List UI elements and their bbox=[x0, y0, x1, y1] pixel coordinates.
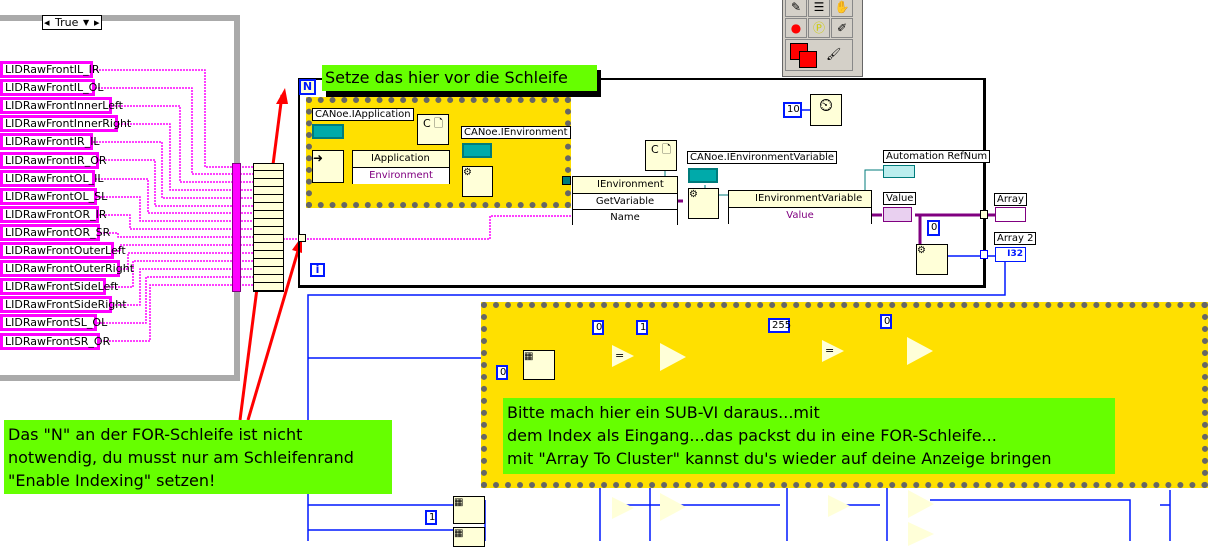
app-property-class: IApplication bbox=[353, 151, 449, 168]
indicator-LIDRawFrontOR_SR[interactable]: LIDRawFrontOR_SR bbox=[0, 223, 110, 241]
tools-palette: ✎ ☰ ✋ ● Ⓟ ✐ 🖌 bbox=[782, 0, 863, 77]
next-case-icon[interactable]: ▸ bbox=[94, 16, 100, 29]
variant-to-data-node[interactable]: ⚙ bbox=[462, 166, 493, 197]
automation-refnum-label: Automation RefNum bbox=[883, 150, 991, 163]
app-property-node[interactable]: IApplication Environment bbox=[352, 150, 450, 184]
case-value: True bbox=[55, 16, 79, 29]
indicator-LIDRawFrontIL_OL[interactable]: LIDRawFrontIL_OL bbox=[0, 79, 103, 97]
env-refnum-label: CANoe.IEnvironment bbox=[461, 126, 571, 139]
shortcut-menu-tool-icon[interactable]: ☰ bbox=[808, 0, 830, 17]
output-tunnel-2 bbox=[980, 250, 988, 259]
indicator-LIDRawFrontIR_OR[interactable]: LIDRawFrontIR_OR bbox=[0, 151, 107, 169]
indicator-LIDRawFrontOL_SL[interactable]: LIDRawFrontOL_SL bbox=[0, 187, 107, 205]
variant-to-data-node-2[interactable]: ⚙ bbox=[688, 188, 719, 219]
envvar-refnum-label: CANoe.IEnvironmentVariable bbox=[687, 151, 838, 164]
envvar-property-class: IEnvironmentVariable bbox=[729, 191, 871, 208]
output-tunnel bbox=[980, 210, 988, 219]
indicator-LIDRawFrontOL_IL[interactable]: LIDRawFrontOL_IL bbox=[0, 169, 103, 187]
value-variant-indicator[interactable] bbox=[883, 207, 912, 222]
index-array-node[interactable]: ▦ bbox=[523, 350, 555, 380]
indicator-LIDRawFrontOuterRight[interactable]: LIDRawFrontOuterRight bbox=[0, 260, 134, 278]
to-more-specific-class-icon: C 🗋 bbox=[417, 114, 449, 145]
red-arrowhead bbox=[276, 88, 288, 104]
index-array-node-3[interactable]: ▦ bbox=[453, 527, 485, 547]
indicator-LIDRawFrontSideRight[interactable]: LIDRawFrontSideRight bbox=[0, 296, 127, 314]
loop-count-terminal[interactable]: N bbox=[299, 79, 316, 95]
wait-ms-metronome-icon[interactable]: ⏲ bbox=[810, 94, 842, 126]
breakpoint-tool-icon[interactable]: ● bbox=[785, 18, 807, 38]
comment-top: Setze das hier vor die Schleife bbox=[322, 65, 597, 91]
comment-line: mit "Array To Cluster" kannst du's wiede… bbox=[507, 449, 1052, 468]
comment-left: Das "N" an der FOR-Schleife ist nicht not… bbox=[4, 420, 392, 494]
envvar-refnum-constant[interactable] bbox=[688, 168, 718, 183]
variant-to-data-node-3[interactable]: ⚙ bbox=[916, 244, 948, 275]
comment-line: "Enable Indexing" setzen! bbox=[8, 471, 216, 490]
sequence-tunnel bbox=[562, 176, 571, 185]
dropdown-icon[interactable]: ▼ bbox=[83, 18, 90, 27]
indicator-LIDRawFrontInnerLeft[interactable]: LIDRawFrontInnerLeft bbox=[0, 97, 123, 115]
env-invoke-node[interactable]: IEnvironment GetVariable Name bbox=[572, 176, 678, 225]
env-param-name[interactable]: Name bbox=[573, 210, 677, 225]
comment-bottom: Bitte mach hier ein SUB-VI daraus...mit d… bbox=[503, 398, 1115, 474]
app-refnum-constant[interactable] bbox=[312, 124, 344, 139]
index-constant[interactable]: 0 bbox=[927, 220, 940, 236]
lower-const-2[interactable]: 1 bbox=[636, 320, 648, 335]
env-method-getvariable[interactable]: GetVariable bbox=[573, 194, 677, 210]
indicator-LIDRawFrontOR_IR[interactable]: LIDRawFrontOR_IR bbox=[0, 205, 107, 223]
prev-case-icon[interactable]: ◂ bbox=[44, 16, 50, 29]
indicator-LIDRawFrontSR_OR[interactable]: LIDRawFrontSR_OR bbox=[0, 332, 110, 350]
env-invoke-class: IEnvironment bbox=[573, 177, 677, 194]
envvar-property-node[interactable]: IEnvironmentVariable Value bbox=[728, 190, 872, 224]
indicator-LIDRawFrontIR_IL[interactable]: LIDRawFrontIR_IL bbox=[0, 133, 100, 151]
probe-tool-icon[interactable]: Ⓟ bbox=[808, 18, 830, 38]
array-tunnel bbox=[298, 234, 306, 242]
case-selector[interactable]: ◂ True ▼ ▸ bbox=[42, 15, 102, 30]
color-copy-tool-icon[interactable]: ✐ bbox=[831, 18, 853, 38]
automation-refnum-indicator[interactable] bbox=[883, 165, 915, 178]
index-array-node-2[interactable]: ▦ bbox=[453, 496, 485, 524]
to-more-specific-class-icon-2: C 🗋 bbox=[645, 140, 677, 171]
array2-type: I32 bbox=[1007, 249, 1023, 259]
wait-ms-constant[interactable]: 10 bbox=[783, 102, 802, 118]
lower-const-0[interactable]: 0 bbox=[496, 365, 508, 380]
comment-line: Das "N" an der FOR-Schleife ist nicht bbox=[8, 425, 303, 444]
env-refnum-constant[interactable] bbox=[462, 143, 492, 158]
indicator-LIDRawFrontSL_OL[interactable]: LIDRawFrontSL_OL bbox=[0, 314, 107, 332]
lower-const-1b[interactable]: 1 bbox=[425, 510, 437, 525]
array-label: Array bbox=[994, 193, 1027, 206]
array-indicator[interactable] bbox=[995, 207, 1026, 222]
envvar-property-value[interactable]: Value bbox=[729, 208, 871, 224]
array2-indicator[interactable]: I32 bbox=[995, 247, 1026, 262]
comment-line: notwendig, du musst nur am Schleifenrand bbox=[8, 448, 354, 467]
comment-line: dem Index als Eingang...das packst du in… bbox=[507, 426, 997, 445]
scroll-tool-icon[interactable]: ✋ bbox=[831, 0, 853, 17]
pink-tunnels bbox=[232, 163, 241, 292]
lower-const-255[interactable]: 255 bbox=[768, 318, 791, 333]
wiring-tool-icon[interactable]: ✎ bbox=[785, 0, 807, 17]
app-refnum-label: CANoe.IApplication bbox=[312, 108, 414, 121]
coloring-tool-icon[interactable]: 🖌 bbox=[785, 39, 853, 71]
lower-const-3[interactable]: 0 bbox=[880, 314, 892, 329]
open-automation-node[interactable]: ➜ bbox=[312, 150, 344, 183]
build-array-node[interactable] bbox=[253, 163, 284, 292]
indicator-LIDRawFrontIL_IR[interactable]: LIDRawFrontIL_IR bbox=[0, 61, 100, 78]
for-loop bbox=[298, 78, 986, 288]
comment-line: Bitte mach hier ein SUB-VI daraus...mit bbox=[507, 403, 820, 422]
pink-wires bbox=[93, 69, 572, 342]
indicator-LIDRawFrontOuterLeft[interactable]: LIDRawFrontOuterLeft bbox=[0, 242, 126, 259]
value-label: Value bbox=[883, 192, 917, 205]
iteration-terminal: i bbox=[310, 263, 325, 277]
array2-label: Array 2 bbox=[994, 232, 1037, 245]
indicator-LIDRawFrontSideLeft[interactable]: LIDRawFrontSideLeft bbox=[0, 278, 118, 296]
indicator-LIDRawFrontInnerRight[interactable]: LIDRawFrontInnerRight bbox=[0, 115, 131, 133]
lower-const-1[interactable]: 0 bbox=[592, 320, 604, 335]
app-property-environment[interactable]: Environment bbox=[353, 168, 449, 184]
